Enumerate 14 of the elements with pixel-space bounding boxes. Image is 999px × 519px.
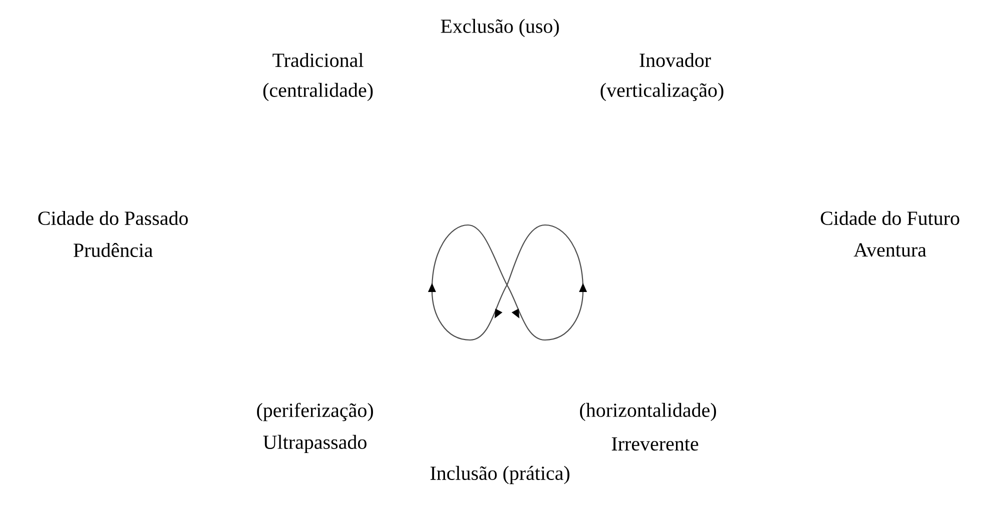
label-text: Inclusão (prática) <box>430 466 570 484</box>
label-text: Exclusão (uso) <box>440 18 559 38</box>
label-text: (verticalização) <box>600 82 724 102</box>
label-text: Cidade do Passado <box>38 210 188 226</box>
label-text: (periferização) <box>257 402 373 422</box>
label-text: Irreverente <box>612 437 698 451</box>
label-text: Ultrapassado <box>263 434 366 454</box>
label-text: Inovador <box>640 52 711 68</box>
label-text: Cidade do Futuro <box>820 210 960 226</box>
label-text: Aventura <box>854 243 926 257</box>
label-text: (horizontalidade) <box>580 402 716 422</box>
label-text: Tradicional <box>272 52 364 68</box>
label-text: (centralidade) <box>263 82 373 102</box>
label-text: Prudência <box>74 242 153 258</box>
